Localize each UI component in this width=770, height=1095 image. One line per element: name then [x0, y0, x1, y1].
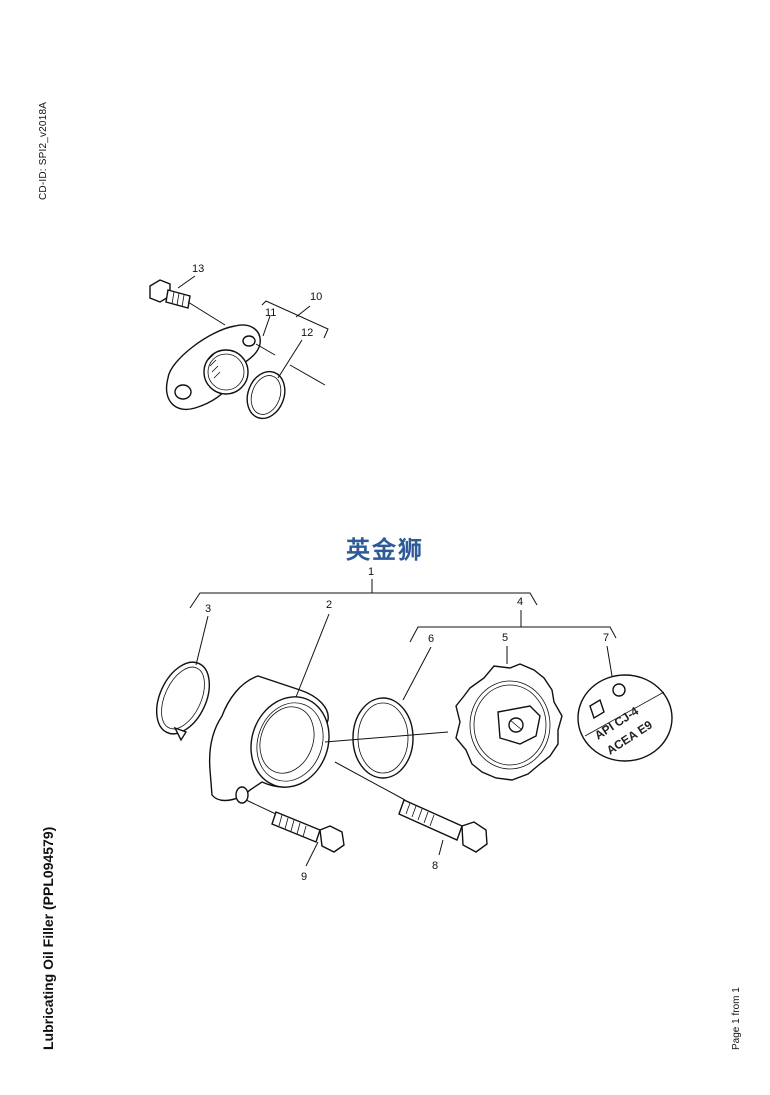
callout-3: 3 — [205, 603, 211, 615]
callout-12: 12 — [301, 327, 313, 339]
oil-spec-label-7: API CJ-4 ACEA E9 — [577, 674, 673, 762]
retainer-ring-3 — [155, 661, 211, 742]
bolt-9 — [245, 799, 345, 853]
callout-11: 11 — [265, 307, 276, 319]
callout-5: 5 — [502, 632, 508, 644]
callout-13: 13 — [192, 263, 204, 275]
callout-10: 10 — [310, 291, 322, 303]
callout-9: 9 — [301, 871, 307, 883]
bolt-8 — [334, 761, 488, 853]
callout-2: 2 — [326, 599, 332, 611]
callout-1: 1 — [368, 566, 374, 578]
callout-6: 6 — [428, 633, 434, 645]
watermark-logo: 英金狮 — [346, 536, 424, 564]
callout-8: 8 — [432, 860, 438, 872]
bolt-13 — [149, 279, 226, 326]
o-ring-12 — [246, 364, 326, 420]
callout-7: 7 — [603, 632, 609, 644]
o-ring-6 — [352, 697, 414, 779]
flange-11 — [165, 324, 276, 411]
filler-cap-5 — [455, 663, 563, 781]
filler-housing-2 — [208, 675, 330, 804]
callout-4: 4 — [517, 596, 523, 608]
